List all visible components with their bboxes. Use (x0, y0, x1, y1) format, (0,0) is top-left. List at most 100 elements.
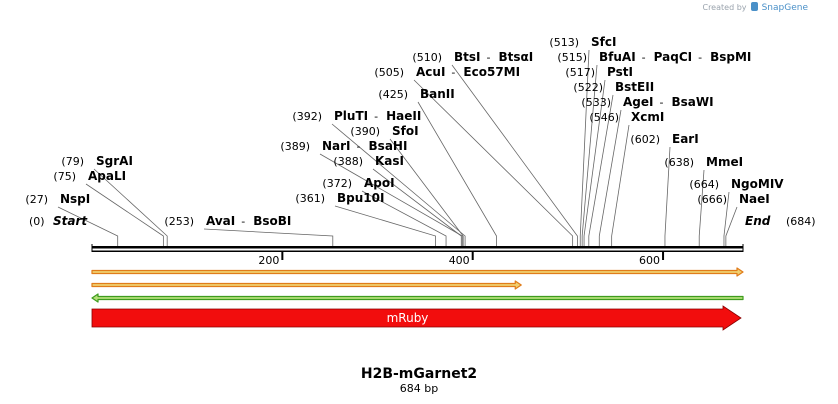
site-num: (664) (689, 178, 719, 191)
site-name-nspi: NspI (60, 192, 90, 206)
site-line-eari (664, 146, 671, 246)
site-num: (546) (589, 111, 619, 124)
site-sgrai[interactable]: (79)SgrAI (61, 154, 133, 168)
site-sfoi[interactable]: (390)SfoI (350, 124, 418, 138)
site-name-bsteii: BstEII (615, 80, 654, 94)
ruler-bottom-strand (92, 250, 743, 252)
site-name-btsαi: BtsαI (499, 50, 534, 64)
site-name-separator: - (659, 96, 663, 109)
site-name-bpu10i: Bpu10I (337, 191, 384, 205)
site-line-ngomiv (723, 191, 730, 246)
tick-mark-600 (662, 252, 665, 260)
site-naei[interactable]: (666) NaeI (697, 192, 769, 206)
site-line-kasi (372, 168, 462, 246)
orf-forward-partial[interactable] (91, 280, 522, 290)
start-num: (0) (29, 215, 45, 228)
site-nspi[interactable]: (27)NspI (25, 192, 90, 206)
site-bpu10i[interactable]: (361) Bpu10I (295, 191, 384, 205)
site-nari[interactable]: (389)NarI-BsaHI (280, 139, 407, 153)
site-agei[interactable]: (533) AgeI-BsaWI (581, 95, 713, 109)
tick-mark-400 (471, 252, 474, 260)
site-name-separator: - (451, 66, 455, 79)
site-mmei[interactable]: (638) MmeI (664, 155, 743, 169)
site-name-bsawi: BsaWI (671, 95, 713, 109)
site-name-mmei: MmeI (706, 155, 743, 169)
site-name-acui: AcuI (416, 65, 445, 79)
site-line-sfci (579, 49, 590, 246)
site-num: (79) (61, 155, 84, 168)
site-ngomiv[interactable]: (664) NgoMIV (689, 177, 784, 191)
site-num: (253) (164, 215, 194, 228)
site-num: (389) (280, 140, 310, 153)
site-name-kasi: KasI (375, 154, 404, 168)
site-line-nari (319, 153, 463, 246)
tick-label-200: 200 (258, 254, 279, 267)
site-line-sfoi (389, 138, 464, 246)
site-banii[interactable]: (425)BanII (378, 87, 454, 101)
site-sfci[interactable]: (513)SfcI (549, 35, 616, 49)
site-line-bpu10i (334, 205, 436, 246)
site-line-bfuai (581, 64, 598, 246)
site-line-avai (203, 228, 334, 246)
feature-label: mRuby (387, 311, 429, 325)
site-line-banii (417, 101, 497, 246)
end-num: (684) (786, 215, 816, 228)
site-bfuai[interactable]: (515)BfuAI-PaqCI-BspMI (557, 50, 751, 64)
feature-mruby[interactable]: mRuby (91, 305, 742, 331)
site-name-sfoi: SfoI (392, 124, 419, 138)
site-line-btsi (451, 64, 578, 246)
site-pluti[interactable]: (392)PluTI-HaeII (292, 109, 421, 123)
site-line-apoi (361, 190, 447, 246)
site-btsi[interactable]: (510)BtsI-BtsαI (412, 50, 533, 64)
site-line-naei (725, 206, 738, 246)
site-name-pluti: PluTI (334, 109, 368, 123)
site-name-separator: - (642, 51, 646, 64)
sequence-title: H2B-mGarnet2 (361, 366, 477, 382)
site-num: (517) (565, 66, 595, 79)
site-num: (505) (374, 66, 404, 79)
site-line-nspi (57, 206, 119, 246)
end-name: End (745, 214, 771, 228)
site-name-ngomiv: NgoMIV (731, 177, 784, 191)
site-bsteii[interactable]: (522) BstEII (573, 80, 654, 94)
feature-arrow[interactable] (91, 305, 742, 331)
site-line-sgrai (93, 168, 168, 246)
site-acui[interactable]: (505) AcuI-Eco57MI (374, 65, 520, 79)
site-name-separator: - (357, 140, 361, 153)
site-name-agei: AgeI (623, 95, 653, 109)
site-name-haeii: HaeII (386, 109, 421, 123)
site-apoi[interactable]: (372)ApoI (322, 176, 394, 190)
site-name-separator: - (241, 215, 245, 228)
site-name-naei: NaeI (739, 192, 770, 206)
site-num: (522) (573, 81, 603, 94)
site-name-xcmi: XcmI (631, 110, 664, 124)
site-num: (372) (322, 177, 352, 190)
site-name-eari: EarI (672, 132, 699, 146)
site-num: (533) (581, 96, 611, 109)
site-avai[interactable]: (253)AvaI-BsoBI (164, 214, 291, 228)
site-name-apali: ApaLI (88, 169, 126, 183)
site-apali[interactable]: (75)ApaLI (53, 169, 126, 183)
orf-forward-full[interactable] (91, 267, 744, 277)
site-line-psti (583, 79, 606, 246)
site-xcmi[interactable]: (546) XcmI (589, 110, 664, 124)
site-name-psti: PstI (607, 65, 633, 79)
site-name-bspmi: BspMI (710, 50, 751, 64)
site-kasi[interactable]: (388)KasI (333, 154, 404, 168)
start-name: Start (53, 214, 88, 228)
site-psti[interactable]: (517) PstI (565, 65, 633, 79)
site-name-separator: - (487, 51, 491, 64)
site-line-mmei (698, 169, 705, 246)
tick-label-600: 600 (639, 254, 660, 267)
site-num: (361) (295, 192, 325, 205)
ruler-top-strand (92, 246, 743, 249)
start-label: (0) Start (29, 214, 88, 228)
site-num: (666) (697, 193, 727, 206)
site-name-btsi: BtsI (454, 50, 481, 64)
site-num: (602) (630, 133, 660, 146)
orf-reverse-full[interactable] (91, 293, 744, 303)
site-eari[interactable]: (602) EarI (630, 132, 698, 146)
site-name-eco57mi: Eco57MI (463, 65, 520, 79)
site-line-agei (598, 109, 622, 246)
site-num: (638) (664, 156, 694, 169)
